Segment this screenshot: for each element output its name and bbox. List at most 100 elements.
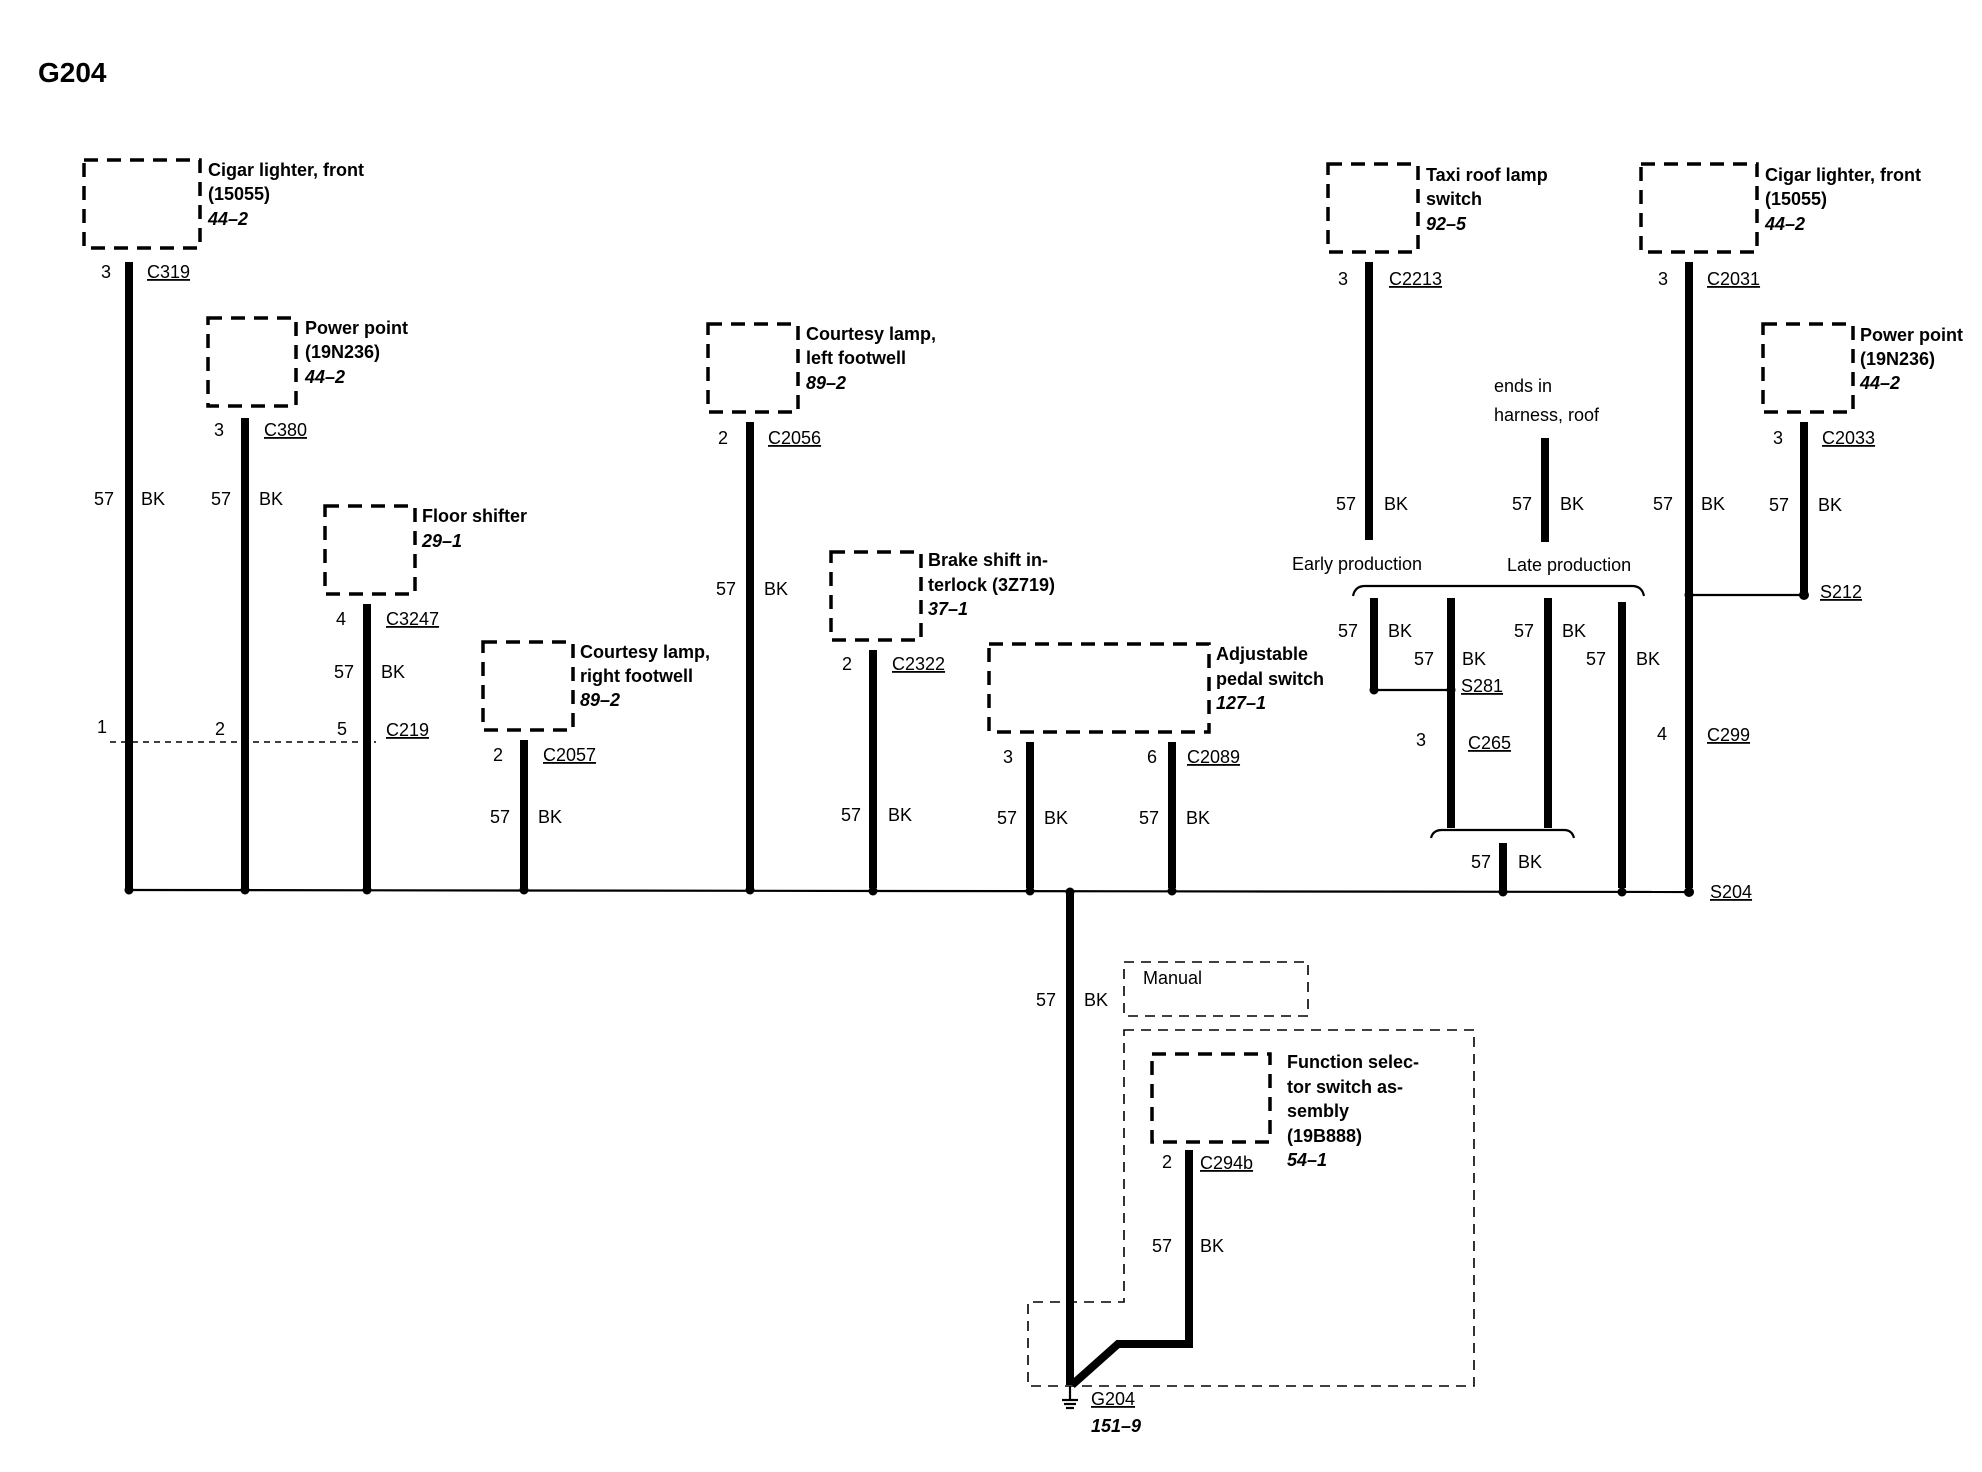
component-page-ref: 44–2 [207, 209, 248, 229]
component-label: Brake shift in- [928, 550, 1048, 570]
component-box [1639, 162, 1759, 254]
component-label: Courtesy lamp, [580, 642, 710, 662]
cigar-lighter-right: Cigar lighter, front (15055) 44–2 3 C203… [1639, 162, 1921, 289]
junction-dot [519, 885, 529, 895]
component-box [706, 322, 800, 414]
component-label: right footwell [580, 666, 693, 686]
component-part-number: (15055) [208, 184, 270, 204]
wire-number: 57 [94, 489, 114, 509]
roof-label: harness, roof [1494, 405, 1600, 425]
splice-s281-dot [1446, 685, 1456, 695]
wire-color: BK [1636, 649, 1660, 669]
component-part-number: (19N236) [305, 342, 380, 362]
wire-number: 57 [1586, 649, 1606, 669]
wire-color: BK [538, 807, 562, 827]
component-label: Function selec- [1287, 1052, 1419, 1072]
component-label: Taxi roof lamp [1426, 165, 1548, 185]
wire-number: 57 [1336, 494, 1356, 514]
wire-color: BK [259, 489, 283, 509]
wire-number: 57 [334, 662, 354, 682]
component-box [1326, 162, 1420, 254]
connector-label: C319 [147, 262, 190, 282]
wire-number: 57 [1152, 1236, 1172, 1256]
manual-box [1123, 961, 1309, 1017]
connector-label: C2057 [543, 745, 596, 765]
pin-number: 1 [97, 717, 107, 737]
component-label: terlock (3Z719) [928, 575, 1055, 595]
component-box [206, 316, 298, 408]
wire-number: 57 [1471, 852, 1491, 872]
pin-number: 4 [1657, 724, 1667, 744]
component-label: Adjustable [1216, 644, 1308, 664]
power-point-left: Power point (19N236) 44–2 3 C380 [206, 316, 408, 440]
power-point-right: Power point (19N236) 44–2 3 C2033 [1761, 322, 1963, 448]
pin-number: 3 [1658, 269, 1668, 289]
wire-number: 57 [1653, 494, 1673, 514]
production-bracket [1351, 584, 1646, 597]
wire-color: BK [1186, 808, 1210, 828]
wire-number: 57 [1414, 649, 1434, 669]
pin-number: 3 [214, 420, 224, 440]
taxi-roof-lamp-switch: Taxi roof lamp switch 92–5 3 C2213 [1326, 162, 1548, 289]
wire-number: 57 [1769, 495, 1789, 515]
roof-harness-end: ends in harness, roof [1494, 376, 1600, 425]
component-label: Floor shifter [422, 506, 527, 526]
wire-color: BK [1701, 494, 1725, 514]
pin-number: 5 [337, 719, 347, 739]
function-selector-switch: Function selec- tor switch as- sembly (1… [1150, 1052, 1419, 1173]
junction-dot [1065, 887, 1075, 897]
pin-number: 2 [493, 745, 503, 765]
wire-color: BK [1388, 621, 1412, 641]
connector-label: C219 [386, 720, 429, 740]
wire-color: BK [1462, 649, 1486, 669]
connector-label: C2213 [1389, 269, 1442, 289]
connector-c219: 1 2 5 C219 [97, 717, 429, 743]
splice-s212-dot [1799, 590, 1809, 600]
pin-number: 2 [215, 719, 225, 739]
connector-label: C2089 [1187, 747, 1240, 767]
component-page-ref: 44–2 [304, 367, 345, 387]
component-box [481, 640, 575, 732]
component-label: left footwell [806, 348, 906, 368]
early-production-label: Early production [1292, 554, 1422, 574]
wire-number: 57 [1036, 990, 1056, 1010]
splice-s212: S212 [1820, 582, 1862, 602]
component-part-number: (15055) [1765, 189, 1827, 209]
component-label: pedal switch [1216, 669, 1324, 689]
connector-c265: C265 [1468, 733, 1511, 753]
component-label: Cigar lighter, front [208, 160, 364, 180]
wire-color: BK [764, 579, 788, 599]
floor-shifter: Floor shifter 29–1 4 C3247 [323, 504, 527, 629]
connector-label: C294b [1200, 1153, 1253, 1173]
wire-color: BK [1044, 808, 1068, 828]
pin-number: 6 [1147, 747, 1157, 767]
connector-label: C2056 [768, 428, 821, 448]
wire-number: 57 [1139, 808, 1159, 828]
component-box [1150, 1052, 1272, 1144]
junction-dot [240, 885, 250, 895]
component-part-number: (19N236) [1860, 349, 1935, 369]
pin-number: 4 [336, 609, 346, 629]
connector-label: C3247 [386, 609, 439, 629]
junction-dots [124, 590, 1809, 897]
junction-dot [868, 886, 878, 896]
junction-dot [1617, 887, 1627, 897]
wire-color: BK [1518, 852, 1542, 872]
component-box [987, 642, 1211, 734]
wire-color: BK [381, 662, 405, 682]
wire-number: 57 [1512, 494, 1532, 514]
courtesy-lamp-left-footwell: Courtesy lamp, left footwell 89–2 2 C205… [706, 322, 936, 448]
component-box [82, 158, 202, 250]
component-page-ref: 89–2 [580, 690, 620, 710]
component-label: tor switch as- [1287, 1077, 1403, 1097]
component-label: Cigar lighter, front [1765, 165, 1921, 185]
join-bracket [1429, 828, 1576, 839]
component-page-ref: 29–1 [421, 531, 462, 551]
pin-number: 2 [718, 428, 728, 448]
wire-number: 57 [1338, 621, 1358, 641]
wire-function-selector [1069, 1150, 1193, 1388]
wire-number: 57 [716, 579, 736, 599]
component-box [1761, 322, 1855, 414]
manual-region [1027, 1029, 1475, 1387]
